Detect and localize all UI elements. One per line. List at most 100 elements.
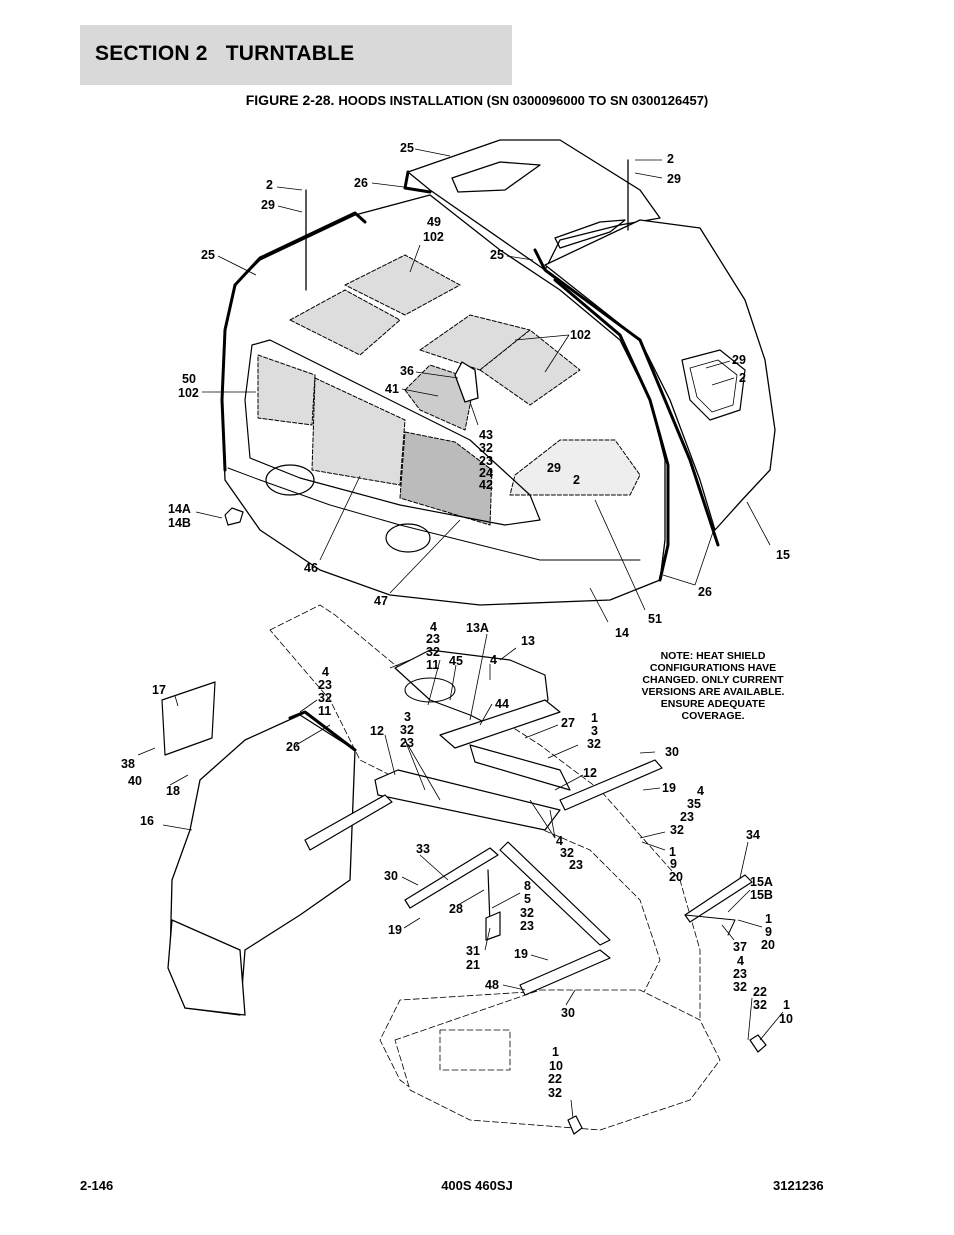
callout-45: 45 (449, 654, 463, 668)
support-rail-15a (684, 914, 736, 936)
heat-shield-note: NOTE: HEAT SHIELD CONFIGURATIONS HAVE CH… (642, 650, 785, 722)
latch-lower-center (567, 1115, 583, 1135)
callout-23-exhaust: 23 (479, 454, 493, 468)
hood-top-cover-edge (403, 170, 432, 194)
turntable-frame-drawing (161, 604, 767, 1135)
support-rail-48 (519, 949, 611, 996)
callout-102-mid: 102 (570, 328, 591, 342)
callout-16: 16 (140, 814, 154, 828)
callout-1-d: 1 (783, 998, 790, 1012)
callout-29-left: 29 (261, 198, 275, 212)
callout-19-c: 19 (514, 947, 528, 961)
right-hood-shell (544, 219, 776, 531)
support-frame-diagonal (499, 841, 611, 946)
latch-lower-right (749, 1034, 767, 1053)
callout-23-e: 23 (680, 810, 694, 824)
heat-shield-pad-left-2 (311, 377, 406, 486)
callout-32-exhaust: 32 (479, 441, 493, 455)
callout-32-j: 32 (753, 998, 767, 1012)
callout-13: 13 (521, 634, 535, 648)
callout-2-vent: 2 (573, 473, 580, 487)
callout-22-b: 22 (548, 1072, 562, 1086)
figure-number: FIGURE 2-28. (245, 92, 335, 108)
callout-11-c: 11 (318, 704, 331, 718)
turntable-upright-frame (269, 604, 701, 1121)
callout-2-left: 2 (266, 178, 273, 192)
callout-102-top: 102 (423, 230, 444, 244)
callout-22-a: 22 (753, 985, 767, 999)
heat-shield-pad-top-1 (344, 254, 461, 316)
callout-30-c: 30 (561, 1006, 575, 1020)
callout-1-e: 1 (552, 1045, 559, 1059)
callout-32-e: 32 (587, 737, 601, 751)
callout-32-a: 32 (426, 645, 440, 659)
footer-part-number: 3121236 (773, 1178, 824, 1193)
turntable-base-plate (394, 989, 721, 1131)
callout-10-b: 10 (549, 1059, 563, 1073)
section-name: TURNTABLE (225, 42, 355, 65)
heat-shield-bracket (161, 681, 216, 756)
callout-32-h: 32 (520, 906, 534, 920)
callout-24: 24 (479, 466, 493, 480)
support-rail-left (304, 794, 393, 851)
callout-26-low: 26 (286, 740, 300, 754)
support-channel-upper (439, 699, 561, 749)
callout-41: 41 (385, 382, 399, 396)
right-hood-window (681, 349, 746, 421)
left-side-hood-seal (288, 710, 357, 752)
note-line-4: VERSIONS ARE AVAILABLE. (642, 686, 785, 698)
callout-1-b: 1 (669, 845, 676, 859)
support-rail-34 (684, 874, 753, 923)
callout-20-b: 20 (761, 938, 775, 952)
hood-assembly-drawing (220, 139, 776, 606)
callout-15b: 15B (750, 888, 773, 902)
rear-hood-opening (404, 677, 456, 703)
callout-32-f: 32 (670, 823, 684, 837)
callout-4-a: 4 (430, 620, 437, 634)
figure-caption: HOODS INSTALLATION (SN 0300096000 TO SN … (338, 93, 709, 108)
figure-title: FIGURE 2-28. HOODS INSTALLATION (SN 0300… (0, 92, 954, 108)
callout-37: 37 (733, 940, 747, 954)
callout-30-b: 30 (384, 869, 398, 883)
callout-4-f: 4 (737, 954, 744, 968)
callout-3-a: 3 (404, 710, 411, 724)
callout-26-top: 26 (354, 176, 368, 190)
heat-shield-pad-front (399, 431, 493, 526)
main-hood-outline-thick (233, 211, 670, 582)
callout-13a: 13A (466, 621, 489, 635)
callout-29-vent: 29 (547, 461, 561, 475)
callout-32-c: 32 (318, 691, 332, 705)
callout-28: 28 (449, 902, 463, 916)
section-header: SECTION 2 TURNTABLE (80, 25, 512, 85)
hood-window-frame (244, 339, 541, 526)
callout-102-left: 102 (178, 386, 199, 400)
callout-11-a: 11 (426, 658, 439, 672)
callout-17: 17 (152, 683, 166, 697)
hood-latch-left (224, 507, 244, 526)
callout-26-hood: 26 (698, 585, 712, 599)
callout-12-b: 12 (583, 766, 597, 780)
section-title: SECTION 2 TURNTABLE (95, 42, 354, 66)
callout-42: 42 (479, 478, 493, 492)
callout-9-b: 9 (765, 925, 772, 939)
callout-32-k: 32 (548, 1086, 562, 1100)
section-number: SECTION 2 (95, 42, 208, 65)
note-line-2: CONFIGURATIONS HAVE (650, 662, 776, 674)
callout-32-d: 32 (400, 723, 414, 737)
heat-shield-pad-left-1 (257, 354, 316, 426)
callout-38: 38 (121, 757, 135, 771)
callout-labels: 25 26 2 29 49 102 2 29 25 25 102 36 41 2… (121, 141, 793, 1100)
callout-30-a: 30 (665, 745, 679, 759)
callout-25-top: 25 (400, 141, 414, 155)
callout-25-left: 25 (201, 248, 215, 262)
callout-2-right: 2 (667, 152, 674, 166)
hood-top-rib-1 (451, 161, 541, 193)
callout-19-a: 19 (662, 781, 676, 795)
heat-shield-pad-top-2 (289, 289, 401, 356)
callout-29-right: 29 (667, 172, 681, 186)
right-hood-inner-window (689, 359, 738, 413)
callout-48: 48 (485, 978, 499, 992)
callout-19-b: 19 (388, 923, 402, 937)
callout-29-window: 29 (732, 353, 746, 367)
